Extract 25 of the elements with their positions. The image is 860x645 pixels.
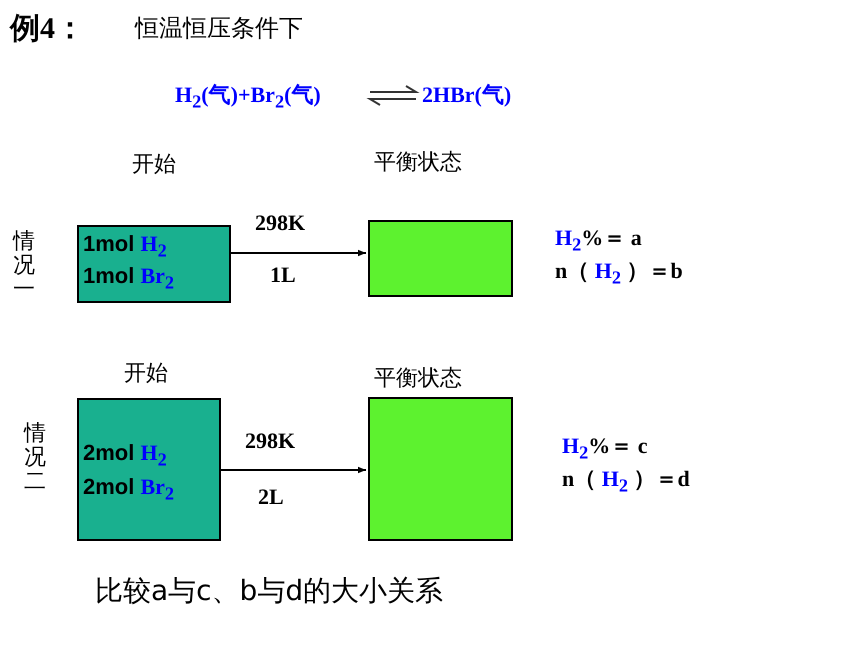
volume-label: 2L: [258, 484, 284, 510]
state-heading: 开始: [124, 360, 168, 388]
equation-text: 2HBr(气): [422, 81, 512, 109]
state-heading: 开始: [132, 151, 176, 179]
amount-text: 2mol Br$_{2}$: [83, 474, 174, 504]
result-text: H$_{2}$%＝ a: [555, 224, 642, 256]
amount-text: 2mol H$_{2}$: [83, 440, 167, 470]
volume-label: 1L: [270, 262, 296, 288]
arrow: [221, 466, 366, 474]
result-text: n（ H$_{2}$ ）＝d: [562, 465, 690, 496]
case-label: 情况二: [24, 422, 46, 495]
result-text: n（ H$_{2}$ ）＝b: [555, 257, 683, 288]
edge-label: 298K: [255, 210, 306, 236]
arrow: [231, 250, 366, 256]
edge-label: 298K: [245, 428, 296, 454]
amount-text: 1mol H$_{2}$: [83, 231, 167, 262]
case-label: 情况一: [13, 230, 35, 303]
amount-text: 1mol Br$_{2}$: [83, 263, 174, 294]
condition-text: 恒温恒压条件下: [135, 13, 303, 44]
question-text: 比较a与c、b与d的大小关系: [95, 573, 444, 609]
equation-text: H$_{2}$(气)+Br$_{2}$(气): [175, 81, 321, 112]
example-title: 例4：: [10, 11, 85, 47]
state-heading: 平衡状态: [374, 149, 462, 177]
state-heading: 平衡状态: [374, 365, 462, 393]
result-text: H$_{2}$%＝ c: [562, 432, 648, 464]
